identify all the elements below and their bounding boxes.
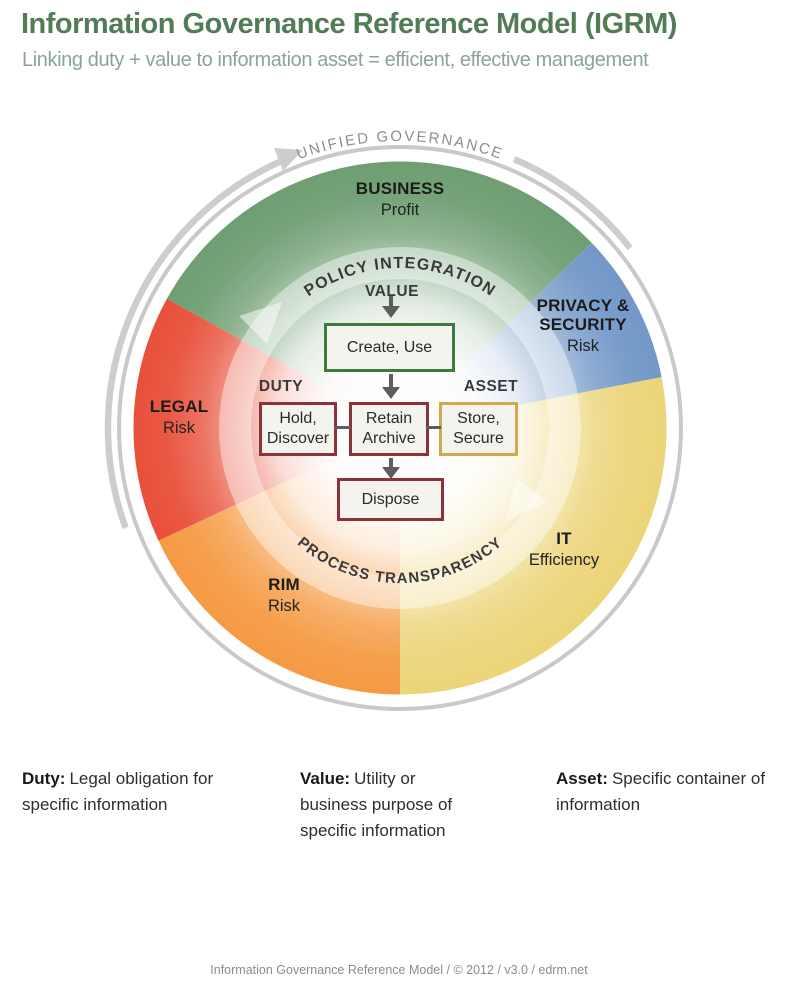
segment-label-business: BUSINESS Profit [315,179,485,220]
box-label-line1: Store, [457,410,500,427]
connector-retain-store [426,426,441,429]
arrow-retain-to-dispose-shaft [389,458,393,467]
segment-sublabel: Profit [380,201,420,219]
definition-text: Specific container of information [556,769,766,814]
segment-name: IT [556,529,572,548]
duty-label: DUTY [258,378,304,395]
dispose-box: Dispose [337,478,444,521]
segment-name: BUSINESS [355,179,445,198]
definition-term: Duty: [22,769,66,788]
segment-name: LEGAL [149,397,209,416]
box-label-line1: Retain [365,410,413,427]
segment-sublabel: Risk [162,419,196,437]
outer-arrow-head [274,148,303,171]
page-subtitle: Linking duty + value to information asse… [22,49,649,71]
box-label-line2: Discover [266,430,330,447]
outer-rim-gray [117,145,683,711]
segment-sublabel: Risk [267,597,301,615]
segment-name-line1: PRIVACY & [536,296,630,315]
segment-sublabel: Efficiency [528,551,600,569]
policy-process-ring [219,247,581,609]
box-label-line2: Secure [453,430,504,447]
segment-label-privacy-security: PRIVACY & SECURITY Risk [498,296,668,356]
box-label-line1: Hold, [279,410,317,427]
connector-hold-retain [334,426,351,429]
segment-label-legal: LEGAL Risk [94,397,264,438]
definition-value: Value:Utility or business purpose of spe… [300,766,485,844]
box-label: Dispose [361,490,420,508]
value-label: VALUE [365,283,419,300]
segment-label-rim: RIM Risk [199,575,369,616]
segment-sublabel: Risk [566,337,600,355]
arrow-create-to-retain-shaft [389,374,393,387]
arrow-retain-to-dispose-head [382,467,400,479]
store-secure-box: Store, Secure [439,402,518,456]
asset-label: ASSET [463,378,519,395]
definition-text: Utility or business purpose of specific … [300,769,453,840]
segment-name-line2: SECURITY [539,315,627,334]
page-title: Information Governance Reference Model (… [21,8,677,40]
hold-discover-box: Hold, Discover [259,402,337,456]
arrow-create-to-retain-head [382,387,400,399]
create-use-box: Create, Use [324,323,455,372]
definition-term: Value: [300,769,351,788]
outer-arrow-arc-left [104,156,288,530]
arrow-value-to-create-shaft [389,296,393,306]
segment-label-it: IT Efficiency [479,529,649,570]
igrm-circle-diagram: UNIFIED GOVERNANCE POLICY INTEGRATION PR… [104,128,683,711]
definition-term: Asset: [556,769,608,788]
definition-asset: Asset:Specific container of information [556,766,796,818]
retain-archive-box: Retain Archive [349,402,429,456]
box-label: Create, Use [346,338,433,356]
ring-arrow-head-top-left [239,302,282,344]
segment-name: RIM [268,575,300,594]
box-label-line2: Archive [362,430,416,447]
arrow-value-to-create-head [382,306,400,318]
definition-text: Legal obligation for specific informatio… [22,769,214,814]
outer-rim-white [119,147,681,709]
definition-duty: Duty:Legal obligation for specific infor… [22,766,227,818]
ring-arrow-head-bottom-right [505,478,547,522]
outer-arrow-arc-right [512,156,633,251]
footer-credit: Information Governance Reference Model /… [210,963,588,977]
